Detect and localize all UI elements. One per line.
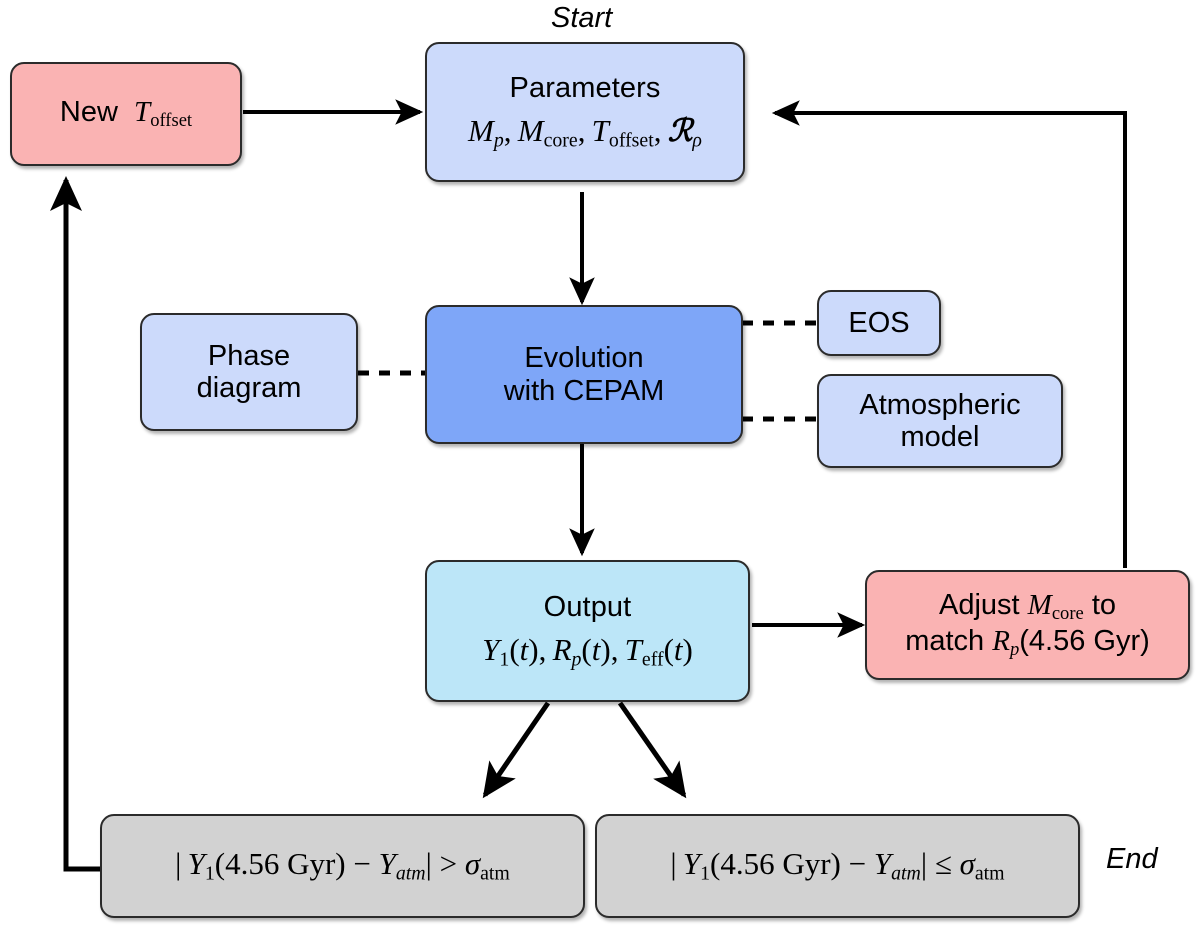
text-comma1: , [503,113,512,149]
node-adjust-line2: match Rp(4.56 Gyr) [905,625,1150,661]
symbol-atm-i2: atm [891,862,921,885]
symbol-t2: t [591,632,601,668]
start-caption: Start [551,2,613,34]
node-condition-pass-formula: | Y1(4.56 Gyr) − Yatm| ≤ σatm [670,846,1005,885]
symbol-offset2: offset [608,129,654,152]
symbol-offset: offset [150,110,193,132]
symbol-one1: 1 [499,648,510,671]
node-evolution-line2: with CEPAM [503,374,665,407]
bar-open2: | [670,846,677,882]
node-parameters[interactable]: Parameters Mp, Mcore, Toffset, ℛρ [425,42,745,182]
operator-gt: > [439,846,458,882]
text-adjust: Adjust [938,589,1020,622]
text-minus1: − [353,846,371,882]
node-adjust-mcore[interactable]: Adjust Mcore to match Rp(4.56 Gyr) [865,570,1190,680]
symbol-Y3: Y [378,846,396,882]
node-new-toffset[interactable]: New Toffset [10,62,242,166]
node-atmospheric-line1: Atmospheric [859,388,1021,421]
symbol-Y1: Y [482,632,500,668]
symbol-atm2: atm [974,862,1005,885]
node-condition-pass[interactable]: | Y1(4.56 Gyr) − Yatm| ≤ σatm [595,814,1080,918]
text-gyr3: (4.56 Gyr) [710,846,841,882]
node-phase-diagram[interactable]: Phase diagram [140,313,358,431]
text-comma3: , [653,113,662,149]
symbol-atm-i1: atm [395,862,426,885]
text-comma4: , [538,632,547,668]
text-gyr1: (4.56 Gyr) [1019,625,1150,657]
arrow-output-to-condition-fail [482,701,551,799]
symbol-M2: M [517,113,544,149]
paren-open2: ( [581,632,592,668]
paren-close2: ) [600,632,611,668]
bar-open1: | [175,846,182,882]
text-comma2: , [577,113,586,149]
paren-close3: ) [682,632,693,668]
symbol-t1: t [519,632,529,668]
symbol-T3: T [624,632,642,668]
node-atmospheric-line2: model [900,421,980,453]
symbol-Y5: Y [873,846,892,882]
node-eos-label: EOS [848,306,910,339]
text-minus2: − [848,846,867,882]
node-evolution-line1: Evolution [524,342,644,375]
text-to: to [1091,589,1116,622]
symbol-one2: 1 [204,862,215,885]
paren-open1: ( [509,632,520,668]
node-eos[interactable]: EOS [817,290,941,356]
node-output-formula: Y1(t), Rp(t), Teff(t) [482,632,693,671]
text-new: New [59,96,118,129]
bar-close1: | [425,846,432,882]
symbol-Y2: Y [187,846,205,882]
symbol-script-R: ℛ [667,113,693,150]
node-condition-fail[interactable]: | Y1(4.56 Gyr) − Yatm| > σatm [100,814,585,918]
symbol-T2: T [591,113,609,149]
symbol-R2: R [992,625,1010,657]
symbol-one3: 1 [700,862,710,885]
symbol-eff: eff [641,648,664,671]
symbol-core1: core [543,129,578,152]
arrow-condition-fail-to-newtoffset [49,175,200,872]
text-gyr2: (4.56 Gyr) [214,846,346,882]
symbol-Y4: Y [682,846,701,882]
node-phase-diagram-line1: Phase [207,339,291,372]
symbol-sigma1: σ [464,846,481,882]
symbol-M3: M [1027,589,1052,622]
symbol-p2: p [571,648,582,671]
node-output-title: Output [543,590,632,623]
node-output[interactable]: Output Y1(t), Rp(t), Teff(t) [425,560,750,702]
paren-open3: ( [663,632,674,668]
symbol-p1: p [493,129,504,152]
symbol-R1: R [552,632,572,668]
symbol-p3: p [1009,639,1020,661]
paren-close1: ) [528,632,539,668]
arrow-output-to-condition-pass [617,701,687,799]
symbol-sigma2: σ [959,846,975,882]
text-comma5: , [610,632,619,668]
node-phase-diagram-line2: diagram [196,372,302,404]
node-new-toffset-label: New Toffset [60,96,192,132]
operator-le: ≤ [934,846,952,882]
symbol-T: T [134,96,151,129]
node-atmospheric-model[interactable]: Atmospheric model [817,374,1063,468]
symbol-rho: ρ [692,129,702,152]
node-parameters-title: Parameters [509,71,661,104]
symbol-t3: t [673,632,683,668]
symbol-M1: M [468,113,494,149]
end-caption: End [1106,843,1158,875]
node-adjust-line1: Adjust Mcore to [939,589,1116,625]
node-parameters-formula: Mp, Mcore, Toffset, ℛρ [468,113,702,152]
text-match: match [905,625,985,657]
symbol-core2: core [1051,603,1084,625]
node-condition-fail-formula: | Y1(4.56 Gyr) − Yatm| > σatm [175,846,510,885]
bar-close2: | [920,846,928,882]
node-evolution-cepam[interactable]: Evolution with CEPAM [425,305,743,444]
symbol-atm1: atm [480,862,510,885]
